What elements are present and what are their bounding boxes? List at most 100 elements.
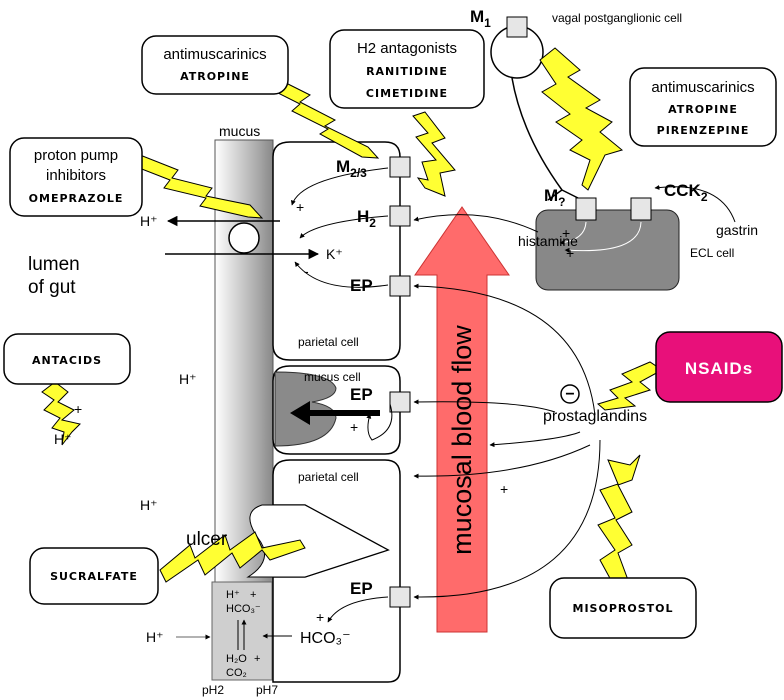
k-plus-pump: K⁺ (326, 246, 343, 262)
zone-plus-2: + (254, 653, 260, 665)
bolt-antimuscarinics-right (539, 47, 624, 191)
histamine-label: histamine (518, 233, 578, 249)
ep-receptor-3 (389, 586, 411, 608)
antimuscarinics-right-pirenzepine: pirenzepine (657, 124, 750, 137)
gastrin-label: gastrin (716, 222, 758, 238)
h-plus-ulcer: H⁺ (140, 497, 158, 513)
cck2-receptor (630, 197, 652, 221)
pg-to-parietal2-arrow (413, 444, 591, 479)
m1-receptor (506, 16, 528, 38)
vagal-label: vagal postganglionic cell (552, 11, 682, 25)
m23-label: M2/3 (336, 157, 367, 180)
nsaids-box (655, 331, 783, 403)
h-plus-antacid: H⁺ (54, 431, 72, 447)
bolt-antimuscarinics-left (271, 79, 380, 159)
m23-signal-arrow (290, 167, 389, 206)
pg-to-ep2-arrow (413, 399, 556, 413)
zone-co2: CO₂ (226, 667, 247, 679)
bolt-nsaids (596, 361, 663, 411)
ep-label-2: EP (350, 385, 373, 404)
ep-label-1: EP (350, 276, 373, 295)
pg-to-ep3-arrow (413, 439, 601, 600)
lumen-label-line2: of gut (28, 277, 76, 298)
bolt-sucralfate (159, 531, 306, 583)
misoprostol-box (549, 577, 697, 639)
proton-pump (228, 222, 260, 254)
h2-antagonists-title: H2 antagonists (357, 40, 457, 57)
ppi-title-line1: proton pump (34, 147, 118, 164)
ppi-omeprazole: omeprazole (29, 192, 124, 205)
ecl-internal-arrow-2 (564, 221, 642, 253)
mucus-secretion-arrow (290, 401, 380, 425)
ulcer-crater (246, 504, 390, 578)
bicarbonate-zone (211, 581, 273, 681)
antimuscarinics-left-box (141, 35, 289, 95)
antimuscarinics-right-box (629, 67, 777, 147)
bolt-misoprostol (597, 454, 641, 583)
m23-receptor (389, 156, 411, 178)
ppi-box (9, 137, 143, 217)
sucralfate-box (29, 547, 159, 605)
ep-signal-arrow (294, 261, 389, 288)
parietal-cell-bottom (272, 459, 401, 683)
plus-mucus: + (350, 419, 358, 435)
sucralfate-label: sucralfate (50, 570, 138, 583)
pg-to-bloodflow-arrow (489, 431, 581, 448)
antimuscarinics-right-atropine: atropine (668, 103, 738, 116)
mucosal-blood-flow-label: mucosal blood flow (447, 325, 477, 555)
ecl-internal-arrow-1 (559, 221, 587, 245)
antimuscarinics-left-title: antimuscarinics (163, 46, 266, 63)
cck2-label: CCK2 (664, 181, 708, 204)
mucosal-blood-flow-arrow (414, 206, 510, 633)
ph2-label: pH2 (202, 683, 224, 697)
h2-receptor (389, 205, 411, 227)
lumen-label-line1: lumen (28, 254, 80, 275)
parietal-cell-top-label: parietal cell (298, 335, 359, 349)
minus-ep: - (304, 263, 309, 279)
plus-blood: + (500, 481, 508, 497)
plus-antacids: + (74, 401, 82, 417)
plus-m23: + (296, 199, 304, 215)
ep2-signal-arrow (366, 403, 393, 441)
m-unknown-label: M? (544, 186, 566, 209)
misoprostol-label: misoprostol (573, 602, 674, 615)
ecl-cell-label: ECL cell (690, 246, 734, 260)
zone-h-plus: H⁺ (226, 589, 240, 601)
zone-h2o: H₂O (226, 653, 247, 665)
h2-signal-arrow (299, 215, 389, 239)
h2-label: H2 (357, 207, 376, 230)
inhibition-symbol (560, 384, 580, 404)
m-unknown-receptor (575, 197, 597, 221)
ep-label-3: EP (350, 579, 373, 598)
ph7-label: pH7 (256, 683, 278, 697)
bolt-antacids (41, 381, 81, 446)
h-plus-bottom: H⁺ (146, 629, 164, 645)
antimuscarinics-left-atropine: atropine (180, 70, 250, 83)
inhibition-minus: − (565, 386, 574, 403)
histamine-to-h2-arrow (413, 214, 539, 233)
parietal-cell-top (272, 141, 401, 361)
gastrin-to-cck2-arrow (654, 184, 736, 223)
ep3-signal-arrow (327, 596, 389, 623)
ecl-plus-2: + (566, 245, 574, 261)
h2-antagonists-box (329, 29, 485, 109)
h-plus-lumen: H⁺ (179, 371, 197, 387)
ecl-plus-1: + (562, 225, 570, 241)
ep-receptor-1 (389, 275, 411, 297)
plus-hco3: + (316, 609, 324, 625)
mucus-top-label: mucus (219, 123, 260, 139)
mucus-cell-label: mucus cell (304, 370, 361, 384)
bolt-h2-antagonists (412, 111, 456, 197)
ulcer-label: ulcer (186, 529, 228, 550)
hco3-label: HCO₃⁻ (300, 630, 351, 647)
nsaids-label: NSAIDs (685, 359, 753, 378)
equilibrium-arrows (237, 620, 244, 650)
antacids-label: antacids (32, 354, 102, 367)
parietal-cell-bottom-label: parietal cell (298, 470, 359, 484)
antacids-box (3, 333, 131, 385)
antimuscarinics-right-title: antimuscarinics (651, 79, 754, 96)
ecl-cell (535, 209, 680, 291)
zone-hco3: HCO₃⁻ (226, 603, 261, 615)
